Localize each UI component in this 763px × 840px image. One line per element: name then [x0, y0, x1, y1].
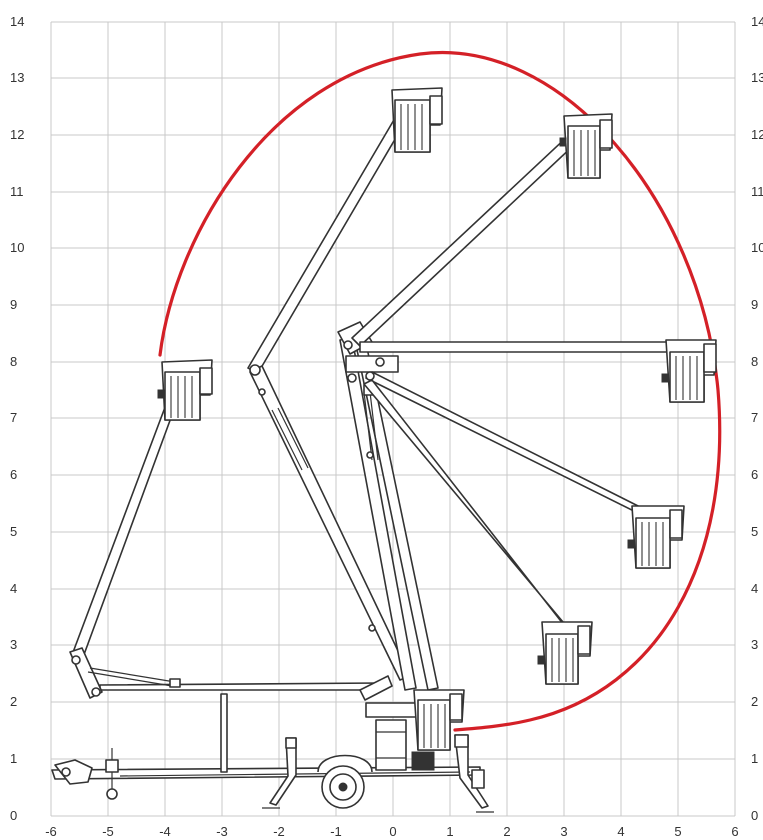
y-tick-right: 6	[751, 467, 758, 482]
y-tick-right: 12	[751, 127, 763, 142]
basket-high-center	[391, 87, 443, 153]
x-tick: -4	[159, 824, 171, 839]
basket-low-left	[157, 359, 213, 421]
jockey-wheel	[106, 788, 118, 800]
x-tick: -2	[273, 824, 285, 839]
y-tick-left: 6	[10, 467, 17, 482]
y-tick-left: 3	[10, 637, 17, 652]
basket-horizontal-right	[661, 339, 717, 403]
y-tick-left: 14	[10, 14, 24, 29]
turret-pedestal	[375, 719, 407, 771]
rest-post	[220, 693, 228, 773]
y-tick-left: 11	[10, 184, 24, 199]
y-tick-right: 0	[751, 808, 758, 823]
basket-stowed	[413, 689, 465, 751]
x-tick: -5	[102, 824, 114, 839]
basket-upper-right	[559, 113, 613, 179]
x-tick: -6	[45, 824, 57, 839]
y-tick-right: 1	[751, 751, 758, 766]
y-tick-left: 13	[10, 70, 24, 85]
y-tick-right: 14	[751, 14, 763, 29]
x-tick: -1	[330, 824, 342, 839]
y-tick-right: 11	[751, 184, 763, 199]
y-tick-left: 1	[10, 751, 17, 766]
y-tick-right: 4	[751, 581, 758, 596]
boom-position-low-left	[69, 361, 393, 701]
y-tick-left: 8	[10, 354, 17, 369]
y-axis-left-ticks: 0 1 2 3 4 5 6 7 8 9 10 11 12 13 14	[10, 14, 24, 823]
basket-mid-right	[627, 505, 685, 569]
boom-position-horizontal-right	[345, 341, 701, 373]
y-tick-right: 10	[751, 240, 763, 255]
x-tick: 0	[389, 824, 396, 839]
working-envelope-curve	[158, 50, 722, 732]
y-tick-left: 10	[10, 240, 24, 255]
x-tick: 4	[617, 824, 624, 839]
y-tick-right: 2	[751, 694, 758, 709]
wheel-arch	[317, 754, 373, 773]
y-tick-left: 12	[10, 127, 24, 142]
y-tick-right: 3	[751, 637, 758, 652]
tow-hitch	[54, 759, 93, 785]
y-tick-left: 9	[10, 297, 17, 312]
trailer	[51, 693, 494, 813]
basket-low-right	[537, 621, 593, 685]
y-tick-right: 7	[751, 410, 758, 425]
x-tick: 1	[446, 824, 453, 839]
y-tick-right: 8	[751, 354, 758, 369]
y-tick-left: 7	[10, 410, 17, 425]
y-tick-left: 2	[10, 694, 17, 709]
x-tick: 2	[503, 824, 510, 839]
boom-position-upper-right	[351, 119, 593, 347]
y-tick-right: 9	[751, 297, 758, 312]
x-tick: 3	[560, 824, 567, 839]
y-axis-right-ticks: 0 1 2 3 4 5 6 7 8 9 10 11 12 13 14	[751, 14, 763, 823]
y-tick-right: 5	[751, 524, 758, 539]
x-tick: -3	[216, 824, 228, 839]
y-tick-left: 0	[10, 808, 17, 823]
y-tick-right: 13	[751, 70, 763, 85]
y-tick-left: 4	[10, 581, 17, 596]
x-tick: 5	[674, 824, 681, 839]
x-tick: 6	[731, 824, 738, 839]
x-axis-ticks: -6 -5 -4 -3 -2 -1 0 1 2 3 4 5 6	[45, 824, 738, 839]
y-tick-left: 5	[10, 524, 17, 539]
